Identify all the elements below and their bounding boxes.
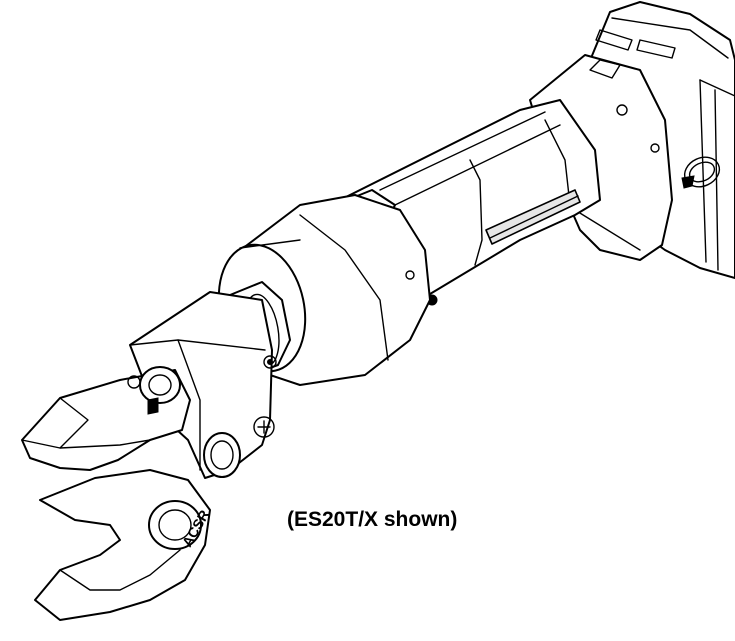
lock-pin-ring bbox=[681, 156, 721, 189]
fixed-jaw bbox=[34, 469, 211, 621]
moving-jaw bbox=[21, 366, 191, 471]
model-caption: (ES20T/X shown) bbox=[287, 508, 458, 531]
side-knob bbox=[203, 432, 241, 478]
